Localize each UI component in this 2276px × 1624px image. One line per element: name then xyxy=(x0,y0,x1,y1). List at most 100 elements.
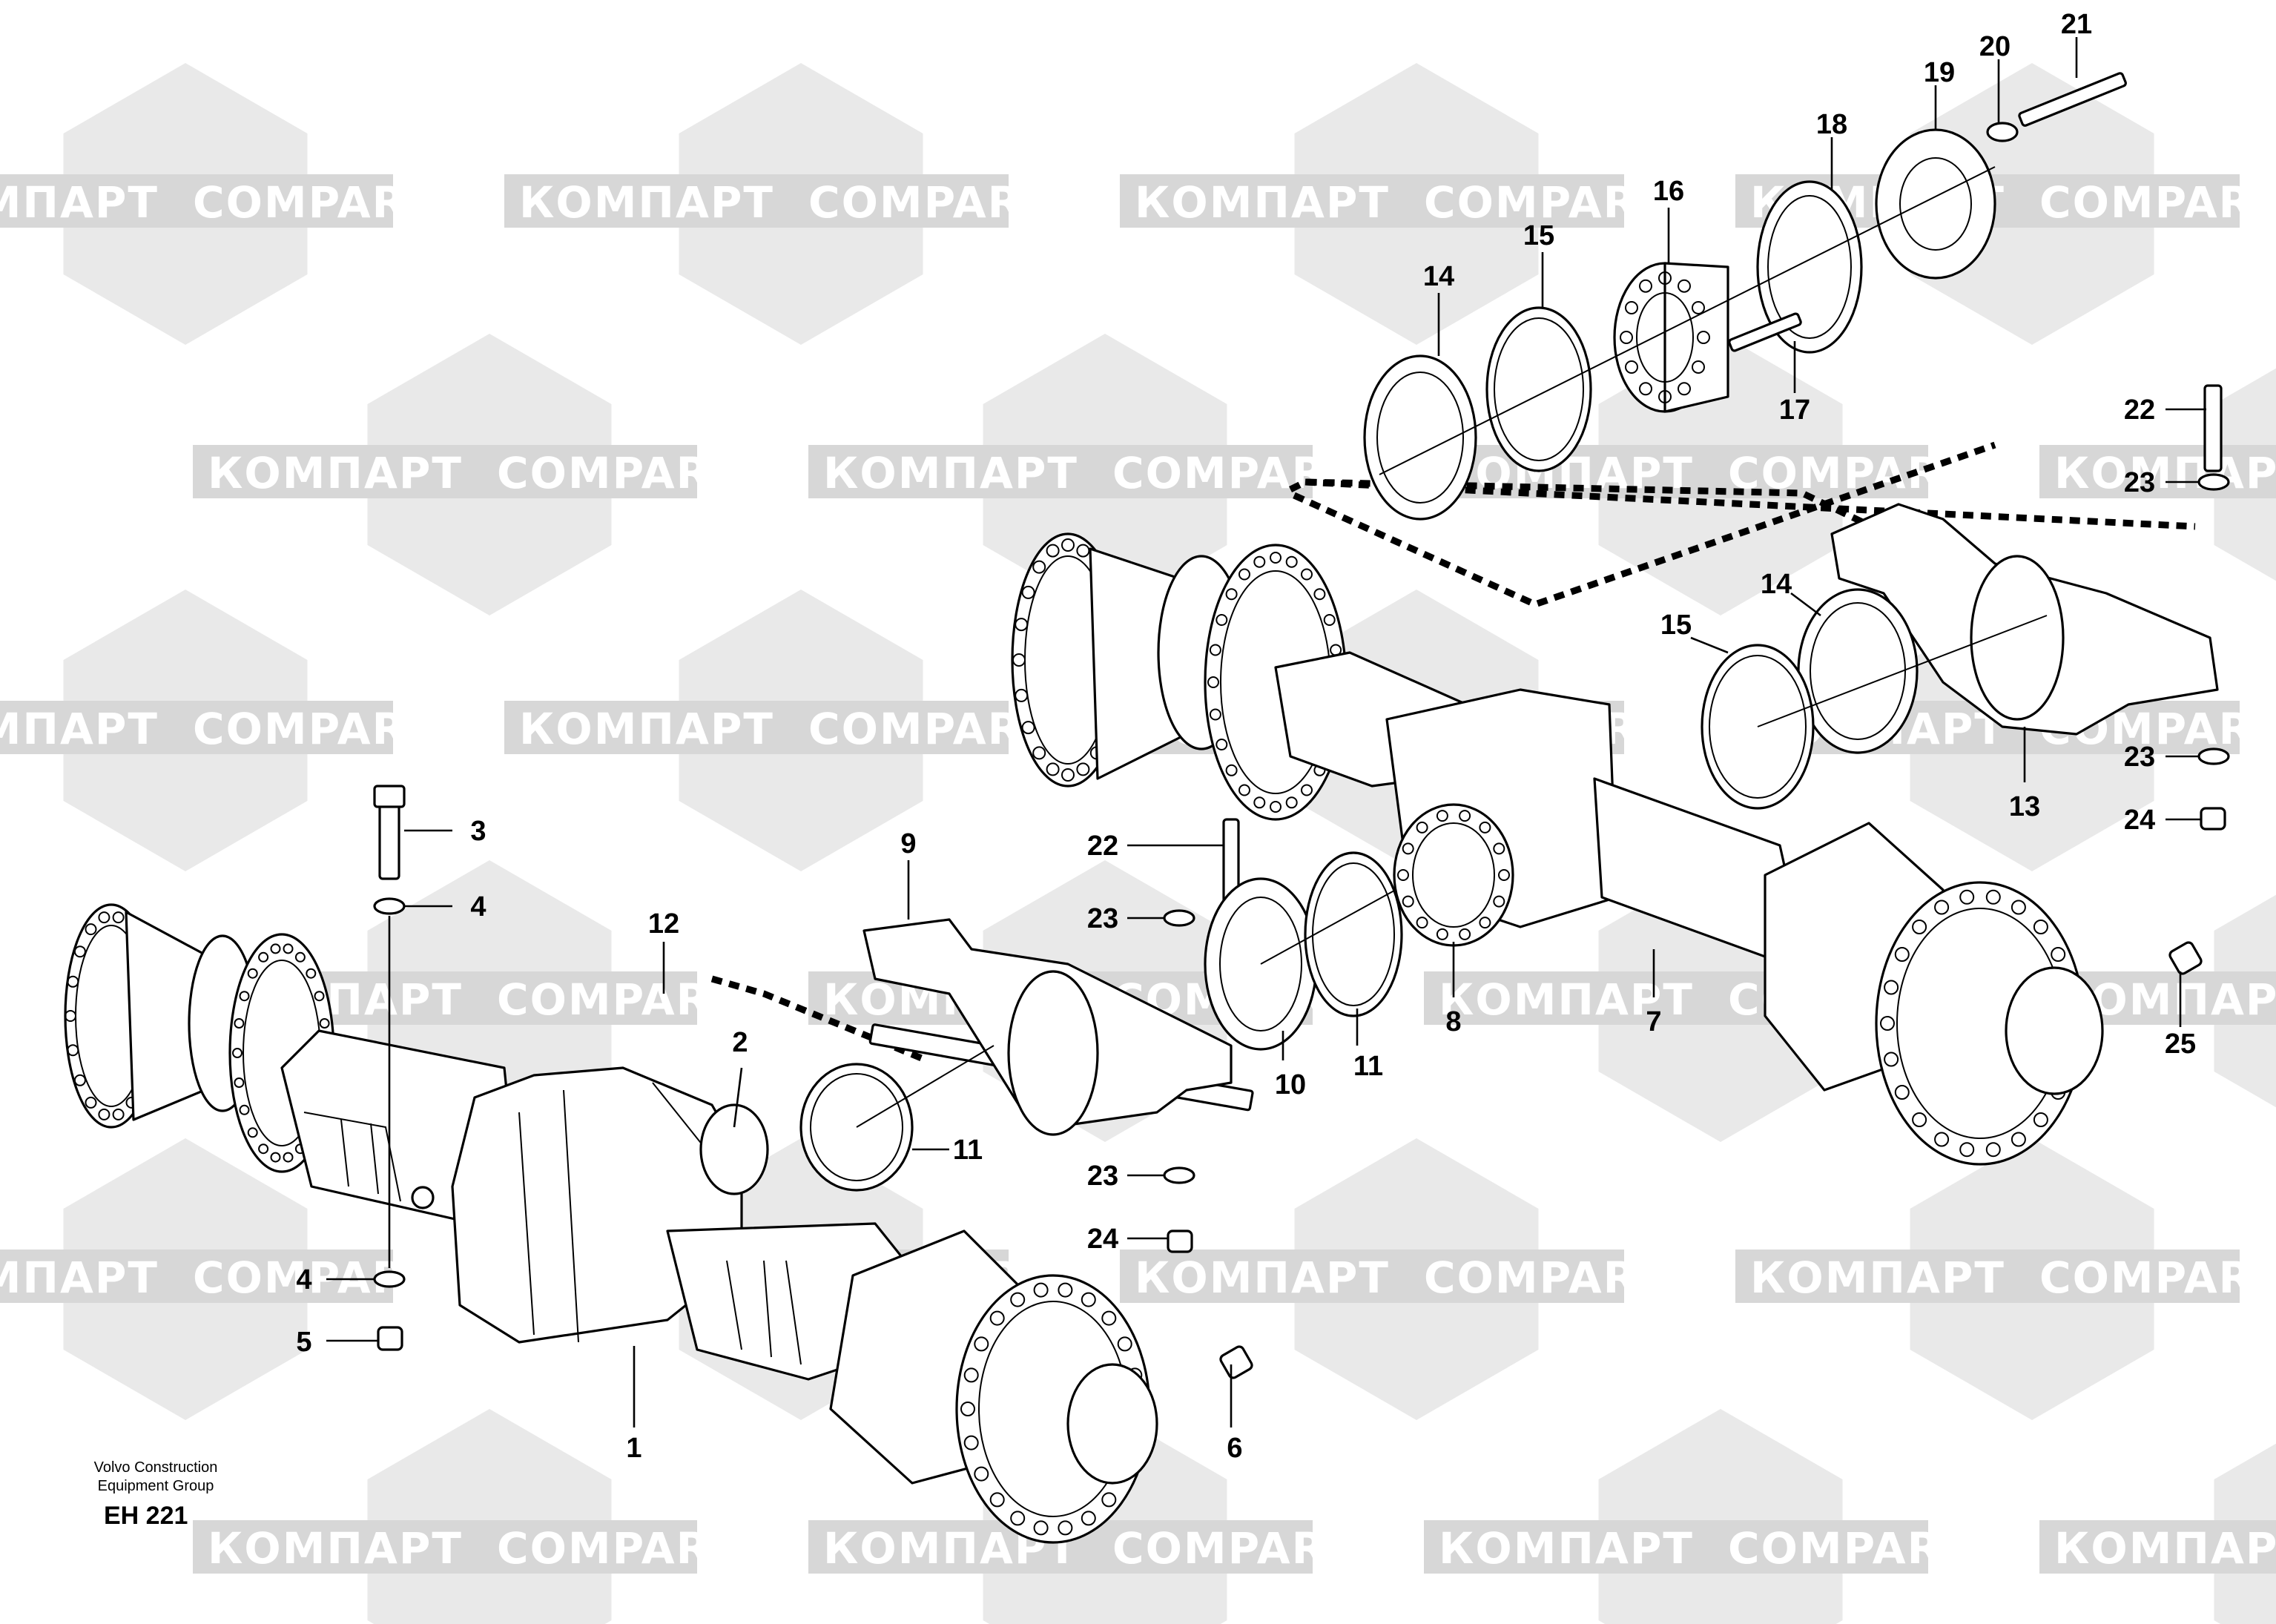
washer-23-front-lower xyxy=(1163,1166,1195,1184)
watermark-tile: КОМПАРТ COMPART xyxy=(1424,1409,1970,1624)
callout-13: 13 xyxy=(2009,791,2040,822)
bolt-hole xyxy=(1209,708,1221,721)
callout-19: 19 xyxy=(1924,57,1955,88)
watermark-word-left: КОМПАРТ xyxy=(1439,1523,1694,1574)
watermark-word-right: COMPART xyxy=(1728,1523,1970,1574)
bolt-hole xyxy=(1884,980,1899,995)
watermark-word-right: COMPART xyxy=(497,1523,739,1574)
bolt-hole xyxy=(1117,1336,1132,1352)
bolt-hole xyxy=(1253,555,1266,568)
bolt-hole xyxy=(1215,739,1228,750)
bolt-hole xyxy=(112,911,125,924)
bolt-hole xyxy=(1678,279,1691,293)
bolt-hole xyxy=(283,1152,294,1163)
washer-4-lower xyxy=(373,1270,406,1288)
bolt-hole xyxy=(1894,1085,1910,1100)
nut-25 xyxy=(2168,941,2203,975)
bolt-hole xyxy=(1253,796,1266,809)
callout-5: 5 xyxy=(296,1327,311,1358)
ring-11-rear xyxy=(1304,851,1403,1017)
watermark-word-right: COMPART xyxy=(497,448,739,498)
bolt-hole xyxy=(270,943,281,954)
bolt-hole xyxy=(1215,614,1228,626)
bolt-hole xyxy=(1985,889,2001,905)
bolt-hole xyxy=(1692,301,1705,314)
bracket-9-bore xyxy=(1007,970,1099,1136)
bolt-hole xyxy=(283,943,294,954)
callout-24-rear: 24 xyxy=(2124,805,2155,836)
watermark-word-left: КОМПАРТ xyxy=(1750,1252,2005,1303)
bolt-hole xyxy=(67,975,79,988)
bolt-hole xyxy=(2011,900,2026,915)
washer-23-rear-upper xyxy=(2197,473,2230,491)
bolt-hole xyxy=(239,1104,250,1115)
bolt-hole xyxy=(963,1367,979,1383)
bolt-hole xyxy=(1498,869,1510,881)
bolt-hole xyxy=(247,968,258,979)
bolt-hole xyxy=(319,1018,330,1029)
bolt-hole xyxy=(1493,842,1505,855)
callout-15-top: 15 xyxy=(1523,220,1554,251)
bolt-hole xyxy=(258,1143,269,1155)
callout-6: 6 xyxy=(1227,1433,1242,1464)
bolt-hole xyxy=(1270,801,1282,813)
callout-2: 2 xyxy=(732,1027,748,1058)
bolt-hole xyxy=(1880,1016,1895,1031)
bolt-hole xyxy=(1061,538,1075,552)
callout-20: 20 xyxy=(1979,31,2011,62)
bolt-hole xyxy=(73,1074,86,1086)
bolt-hole xyxy=(1061,768,1075,782)
bolt-hole xyxy=(1934,900,1950,915)
bolt-hole xyxy=(232,1048,243,1058)
watermark-word-right: COMPART xyxy=(2039,177,2276,228)
bolt-hole xyxy=(2033,920,2048,934)
bolt-hole xyxy=(1416,917,1428,929)
bolt-hole xyxy=(1238,784,1250,796)
bolt-17 xyxy=(1728,312,1802,352)
bolt-hole xyxy=(1639,279,1652,293)
nut-5 xyxy=(377,1326,403,1351)
bolt-hole xyxy=(73,945,86,958)
callout-labels: 1 2 3 4 4 5 6 7 8 9 10 11 11 12 13 14 14… xyxy=(296,9,2196,1464)
bolt-hole xyxy=(1459,928,1471,940)
bolt-hole xyxy=(234,1018,245,1029)
callout-21: 21 xyxy=(2061,9,2092,40)
credit-line-1: Volvo Construction xyxy=(94,1459,218,1476)
bolt-hole xyxy=(1101,1310,1117,1326)
bolt-hole xyxy=(1959,1142,1975,1158)
bolt-hole xyxy=(974,1336,989,1352)
bolt-hole xyxy=(1209,644,1221,656)
watermark-word-right: COMPART xyxy=(1112,448,1355,498)
bolt-hole xyxy=(1081,1292,1096,1307)
callout-leaders xyxy=(326,37,2206,1427)
bolt-hole xyxy=(247,1127,258,1138)
bolt-hole xyxy=(1058,1520,1073,1536)
bolt-hole xyxy=(112,1108,125,1120)
bolt-hole xyxy=(1238,568,1250,581)
callout-22-front: 22 xyxy=(1087,831,1118,862)
bolt-hole xyxy=(989,1492,1005,1508)
callout-14-top: 14 xyxy=(1423,261,1454,292)
bolt-hole xyxy=(1459,810,1471,822)
callout-24-front: 24 xyxy=(1087,1224,1118,1255)
bolt-hole xyxy=(1894,947,1910,962)
washer-4-upper xyxy=(373,897,406,915)
callout-7: 7 xyxy=(1646,1006,1661,1037)
bolt-hole xyxy=(1639,382,1652,396)
bolt-hole xyxy=(1033,1282,1049,1298)
bolt-hole xyxy=(1012,653,1026,667)
watermark-word-left: КОМПАРТ xyxy=(208,1523,463,1574)
bolt-hole xyxy=(306,968,317,979)
bolt-hole xyxy=(1015,688,1029,702)
bolt-hole xyxy=(2051,947,2066,962)
bolt-hole xyxy=(1912,920,1927,934)
watermark-word-left: КОМПАРТ xyxy=(2054,1523,2276,1574)
ring-15-top xyxy=(1485,306,1592,472)
dashed-line-hub-to-axle xyxy=(1293,441,1996,608)
watermark-word-right: COMPART xyxy=(1424,1252,1666,1303)
front-axle-drain-plug xyxy=(411,1186,435,1209)
